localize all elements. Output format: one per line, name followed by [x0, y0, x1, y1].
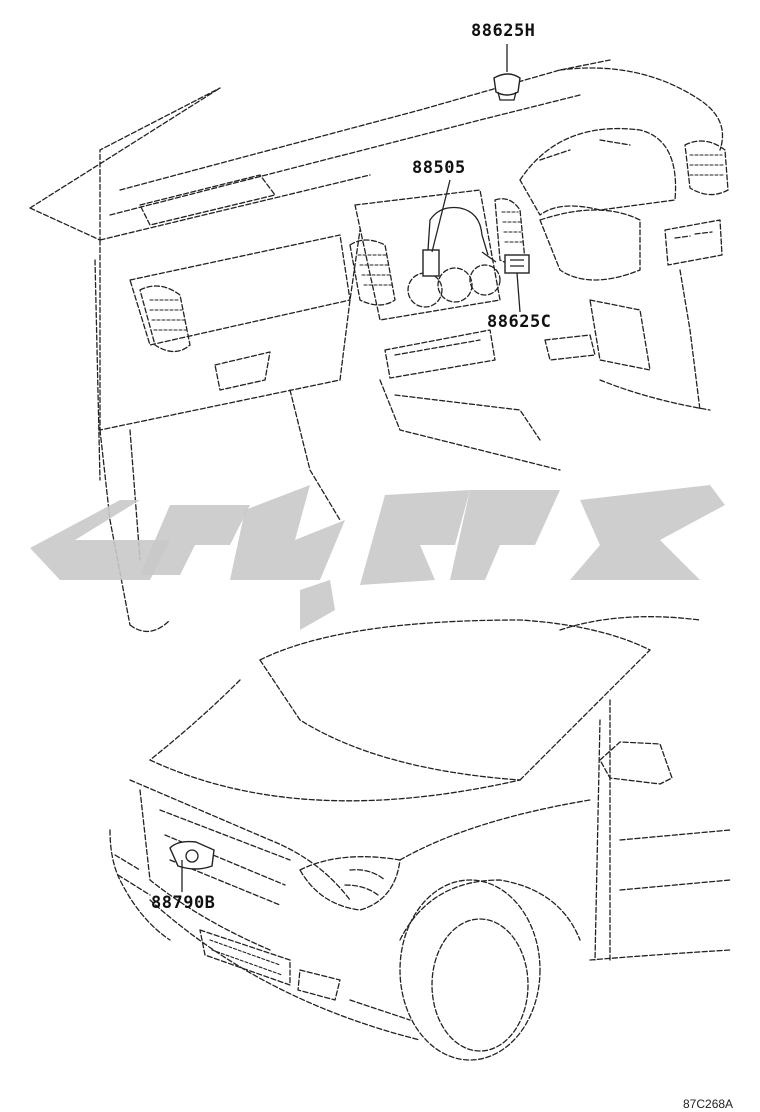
callout-88625c[interactable]: 88625C: [487, 312, 552, 332]
figure-code: 87C268A: [683, 1097, 734, 1111]
watermark: [30, 485, 725, 630]
leader-lines: [181, 44, 521, 892]
callout-88790b[interactable]: 88790B: [151, 893, 216, 913]
dashboard-drawing: [29, 59, 729, 632]
callout-88625h[interactable]: 88625H: [471, 21, 536, 41]
vehicle-drawing: [109, 616, 731, 1061]
callout-88505[interactable]: 88505: [412, 158, 466, 178]
